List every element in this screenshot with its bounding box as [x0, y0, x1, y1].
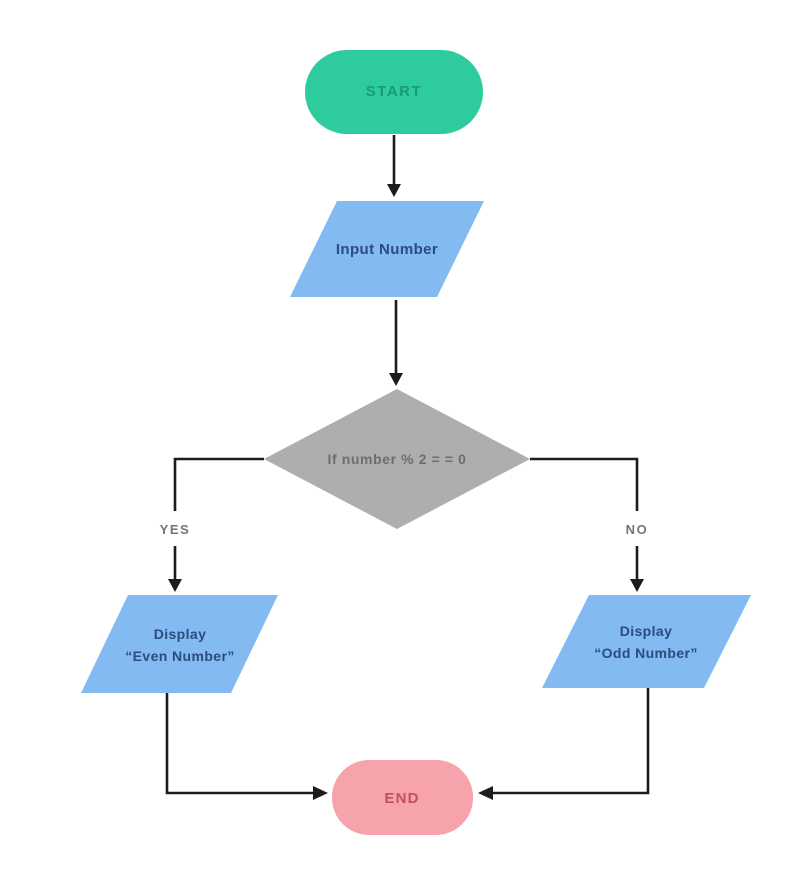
display-odd-label-line2: “Odd Number”	[594, 645, 698, 661]
arrowhead-down-icon	[389, 373, 403, 386]
terminator-shape	[332, 760, 473, 835]
diamond-shape	[264, 389, 530, 529]
no-label: NO	[626, 522, 649, 537]
arrowhead-down-icon	[630, 579, 644, 592]
decision-label: If number % 2 = = 0	[328, 451, 467, 467]
edge-odd-to-end	[478, 688, 650, 800]
arrowhead-left-icon	[478, 786, 493, 800]
display-even-label-line2: “Even Number”	[125, 648, 234, 664]
end-label: END	[384, 790, 419, 807]
edge-even-to-end	[165, 693, 328, 800]
start-label: START	[366, 83, 422, 100]
parallelogram-shape	[81, 595, 278, 693]
yes-label: YES	[160, 522, 191, 537]
edge-decision-no: NO	[530, 457, 649, 592]
start-node: START	[305, 50, 483, 134]
arrowhead-down-icon	[168, 579, 182, 592]
connector-line	[165, 693, 314, 795]
display-even-node: Display “Even Number”	[81, 595, 278, 693]
display-even-label-line1: Display	[154, 626, 207, 642]
input-number-node: Input Number	[290, 201, 484, 297]
edge-decision-yes: YES	[160, 457, 264, 592]
connector-line	[173, 457, 264, 511]
input-number-label: Input Number	[336, 241, 438, 258]
decision-node: If number % 2 = = 0	[264, 389, 530, 529]
display-odd-label-line1: Display	[620, 623, 673, 639]
connector-line	[493, 688, 650, 795]
terminator-shape	[305, 50, 483, 134]
arrowhead-right-icon	[313, 786, 328, 800]
connector-line	[530, 457, 639, 511]
end-node: END	[332, 760, 473, 835]
parallelogram-shape	[542, 595, 751, 688]
edge-start-to-input	[387, 135, 401, 197]
edge-input-to-decision	[389, 300, 403, 386]
parallelogram-shape	[290, 201, 484, 297]
display-odd-node: Display “Odd Number”	[542, 595, 751, 688]
arrowhead-down-icon	[387, 184, 401, 197]
